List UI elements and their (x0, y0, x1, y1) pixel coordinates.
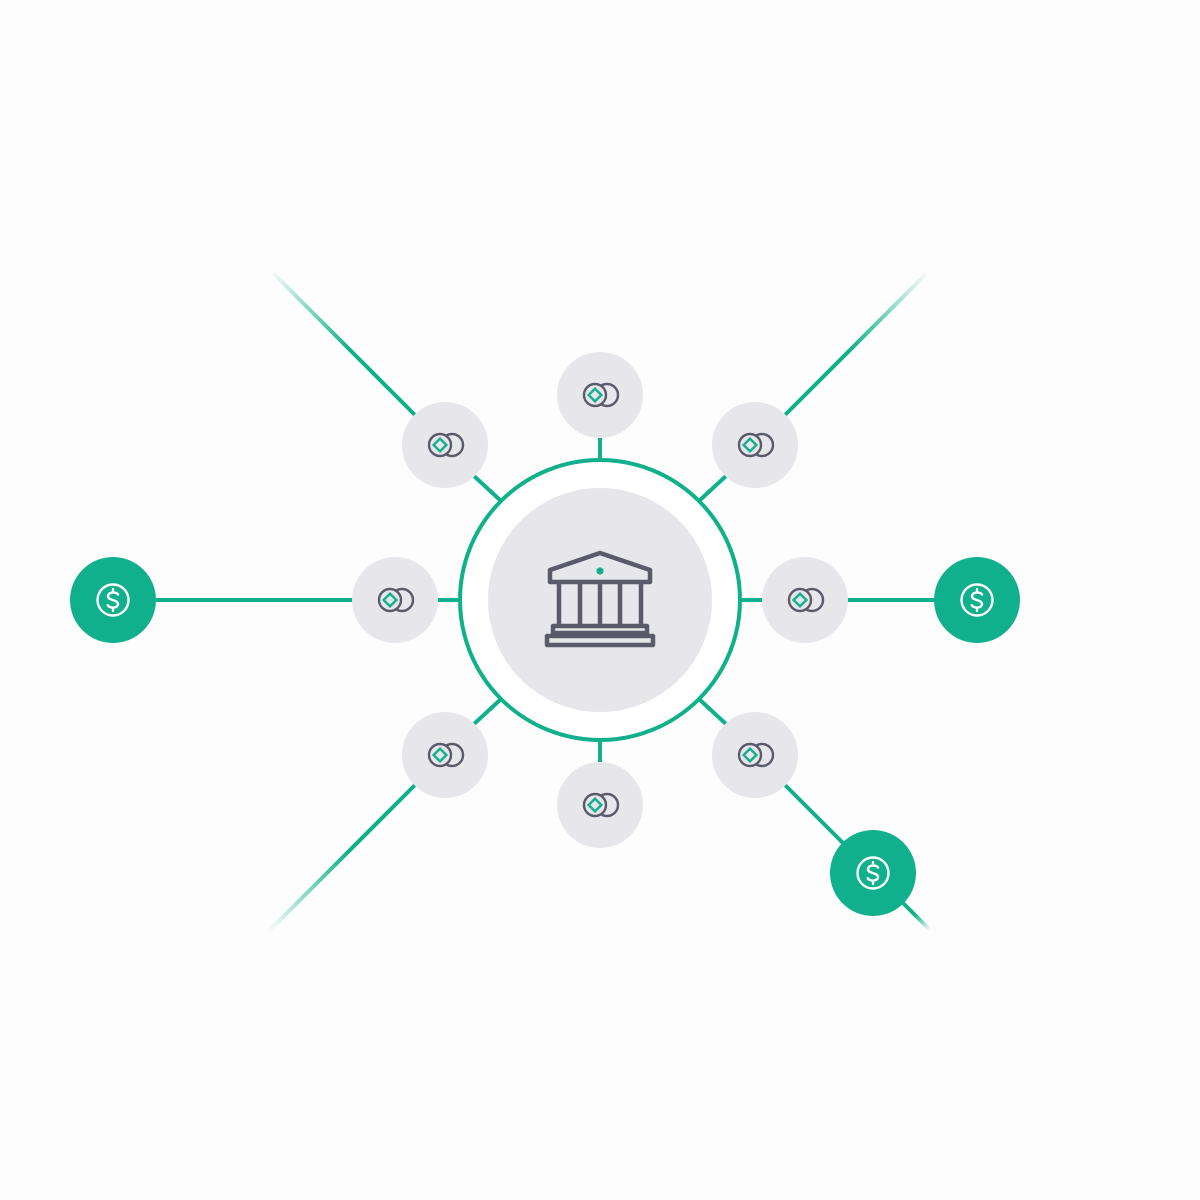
coin-node-south[interactable] (557, 762, 643, 848)
hub (458, 458, 742, 742)
coin-node-west[interactable] (352, 557, 438, 643)
dollar-node-south-east[interactable] (830, 830, 916, 916)
dollar-nodes (70, 557, 1020, 916)
coin-node-north[interactable] (557, 352, 643, 438)
dollar-node-east[interactable] (934, 557, 1020, 643)
spoke-line-se-inner (698, 698, 728, 726)
spoke-line-sw-outer (266, 783, 417, 934)
coin-node-east[interactable] (762, 557, 848, 643)
dollar-node-west[interactable] (70, 557, 156, 643)
coin-node-north-east[interactable] (712, 402, 798, 488)
spoke-line-nw-inner (472, 474, 502, 502)
coin-node-south-west[interactable] (402, 712, 488, 798)
coin-node-south-east[interactable] (712, 712, 798, 798)
spoke-lines (8, 268, 1192, 934)
spoke-line-nw-outer (268, 268, 417, 417)
coin-node-north-west[interactable] (402, 402, 488, 488)
bank-icon (544, 550, 656, 648)
spoke-line-se-outer (900, 900, 932, 932)
coin-nodes (352, 352, 848, 848)
spoke-line-se-mid (783, 783, 847, 847)
spoke-line-ne-inner (698, 474, 728, 502)
spoke-line-ne-outer (783, 270, 930, 417)
spoke-line-sw-inner (472, 698, 502, 726)
